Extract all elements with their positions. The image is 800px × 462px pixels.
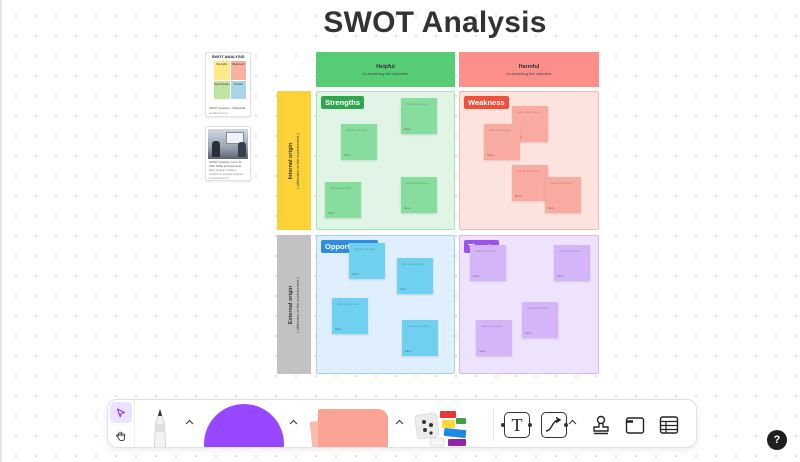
sticky-note[interactable]: Add a note here...Name xyxy=(402,320,438,356)
sticky-note[interactable]: Add a note here...Name xyxy=(332,298,368,334)
chevron-up-icon xyxy=(395,419,404,425)
internal-origin-header[interactable]: Internal origin ( attributes of the envi… xyxy=(277,91,311,230)
hand-icon xyxy=(116,431,125,441)
cursor-icon xyxy=(116,407,126,417)
text-tool-handle-left xyxy=(501,423,505,427)
reference-card-investopedia[interactable]: SWOT Analysis: How To With Table and Exa… xyxy=(205,126,251,181)
sticky-note[interactable]: Add a note here...Name xyxy=(349,243,385,279)
helpful-header[interactable]: Helpful to achieving the objective xyxy=(316,52,455,87)
sticky-note[interactable]: Add a note here...Name xyxy=(545,177,581,213)
weakness-label[interactable]: Weakness xyxy=(464,96,509,109)
stamp-tool-button[interactable] xyxy=(588,412,614,438)
reference-card-source: investopedia.com xyxy=(209,177,230,180)
stickers-icon xyxy=(414,411,467,447)
threats-quadrant[interactable]: Threats Add a note here...Name Add a not… xyxy=(459,235,599,374)
reference-card-caption: SWOT Analysis: How To With Table and Exa… xyxy=(209,160,242,168)
helpful-subtitle: to achieving the objective xyxy=(363,70,408,76)
hand-tool-button[interactable] xyxy=(110,425,132,446)
weakness-quadrant[interactable]: Weakness Add a note here...Name Add a no… xyxy=(459,91,599,230)
sticky-note[interactable]: Add a note here...Name xyxy=(401,98,437,134)
stamp-icon xyxy=(593,415,609,435)
reference-card-subcaption: Each strategic guidance contains an exam… xyxy=(209,169,243,176)
chevron-up-icon xyxy=(289,419,298,425)
pen-options-chevron[interactable] xyxy=(185,417,194,428)
mini-quadrant: Strengths xyxy=(214,61,230,80)
stickers-tool-button[interactable] xyxy=(414,408,474,447)
internal-origin-subtitle: ( attributes of the environment ) xyxy=(295,132,300,189)
text-tool-handle-right xyxy=(528,423,532,427)
connector-handle-right xyxy=(564,423,568,427)
harmful-header[interactable]: Harmful to achieving the objective xyxy=(459,52,599,87)
chevron-up-icon xyxy=(185,419,194,425)
circle-shape-icon xyxy=(204,404,284,447)
reference-card-wikipedia[interactable]: SWOT ANALYSIS Strengths Weakness Opportu… xyxy=(205,52,251,117)
internal-origin-title: Internal origin xyxy=(288,142,294,179)
toolbar-divider xyxy=(493,408,494,441)
harmful-subtitle: to achieving the objective xyxy=(506,70,552,76)
pen-tool-button[interactable] xyxy=(143,406,177,447)
reference-card-caption: SWOT analysis - Wikipedia xyxy=(209,106,246,110)
sticky-note[interactable]: Add a note here...Name xyxy=(484,124,520,160)
sticky-note[interactable]: Add a note here...Name xyxy=(325,182,361,218)
help-button[interactable]: ? xyxy=(767,430,787,450)
board-title[interactable]: SWOT Analysis xyxy=(323,6,547,39)
mini-quadrant: Weakness xyxy=(230,61,246,80)
shape-options-chevron[interactable] xyxy=(289,417,298,428)
pen-icon xyxy=(153,407,167,447)
sticky-note[interactable]: Add a note here...Name xyxy=(341,124,377,160)
text-tool-button[interactable]: T xyxy=(504,412,530,438)
sticky-note[interactable]: Add a note here...Name xyxy=(397,258,433,294)
connector-icon xyxy=(545,416,562,432)
select-tool-button[interactable] xyxy=(110,402,132,423)
opportunities-quadrant[interactable]: Opportunities Add a note here...Name Add… xyxy=(316,235,455,374)
external-origin-subtitle: ( attributes of the environment ) xyxy=(295,276,300,333)
sticky-note[interactable]: Add a note here...Name xyxy=(401,177,437,213)
reference-card-title: SWOT ANALYSIS xyxy=(211,54,245,59)
bottom-toolbar: T xyxy=(107,399,697,448)
sticky-note[interactable]: Add a note here...Name xyxy=(522,302,558,338)
mini-quadrant: Threats xyxy=(230,80,246,99)
table-tool-button[interactable] xyxy=(656,412,682,438)
sticky-note-options-chevron[interactable] xyxy=(395,417,404,428)
strengths-label[interactable]: Strengths xyxy=(321,96,365,109)
table-icon xyxy=(659,416,679,434)
external-origin-header[interactable]: External origin ( attributes of the envi… xyxy=(277,235,311,374)
mini-quadrant: Opportunities xyxy=(214,80,230,99)
chevron-up-icon xyxy=(568,419,577,425)
section-icon xyxy=(625,417,645,434)
shape-tool-button[interactable] xyxy=(203,404,285,447)
reference-card-thumbnail: Strengths Weakness Opportunities Threats xyxy=(214,61,246,99)
left-edge xyxy=(0,0,2,462)
mode-switcher xyxy=(108,400,135,447)
connector-options-chevron[interactable] xyxy=(568,417,577,428)
section-tool-button[interactable] xyxy=(622,412,648,438)
harmful-title: Harmful xyxy=(518,63,540,70)
sticky-note[interactable]: Add a note here...Name xyxy=(554,245,590,281)
text-tool-label: T xyxy=(511,414,523,435)
strengths-quadrant[interactable]: Strengths Add a note here...Name Add a n… xyxy=(316,91,455,230)
helpful-title: Helpful xyxy=(376,63,395,70)
sticky-note[interactable]: Add a note here...Name xyxy=(476,320,512,356)
sticky-note[interactable]: Add a note here...Name xyxy=(470,245,506,281)
reference-card-source: en.wikipedia.org xyxy=(209,112,228,115)
reference-card-photo xyxy=(208,129,248,159)
external-origin-title: External origin xyxy=(288,285,294,324)
sticky-note-tool-button[interactable] xyxy=(306,404,392,447)
sticky-note[interactable]: Add a note here...Name xyxy=(512,165,548,201)
